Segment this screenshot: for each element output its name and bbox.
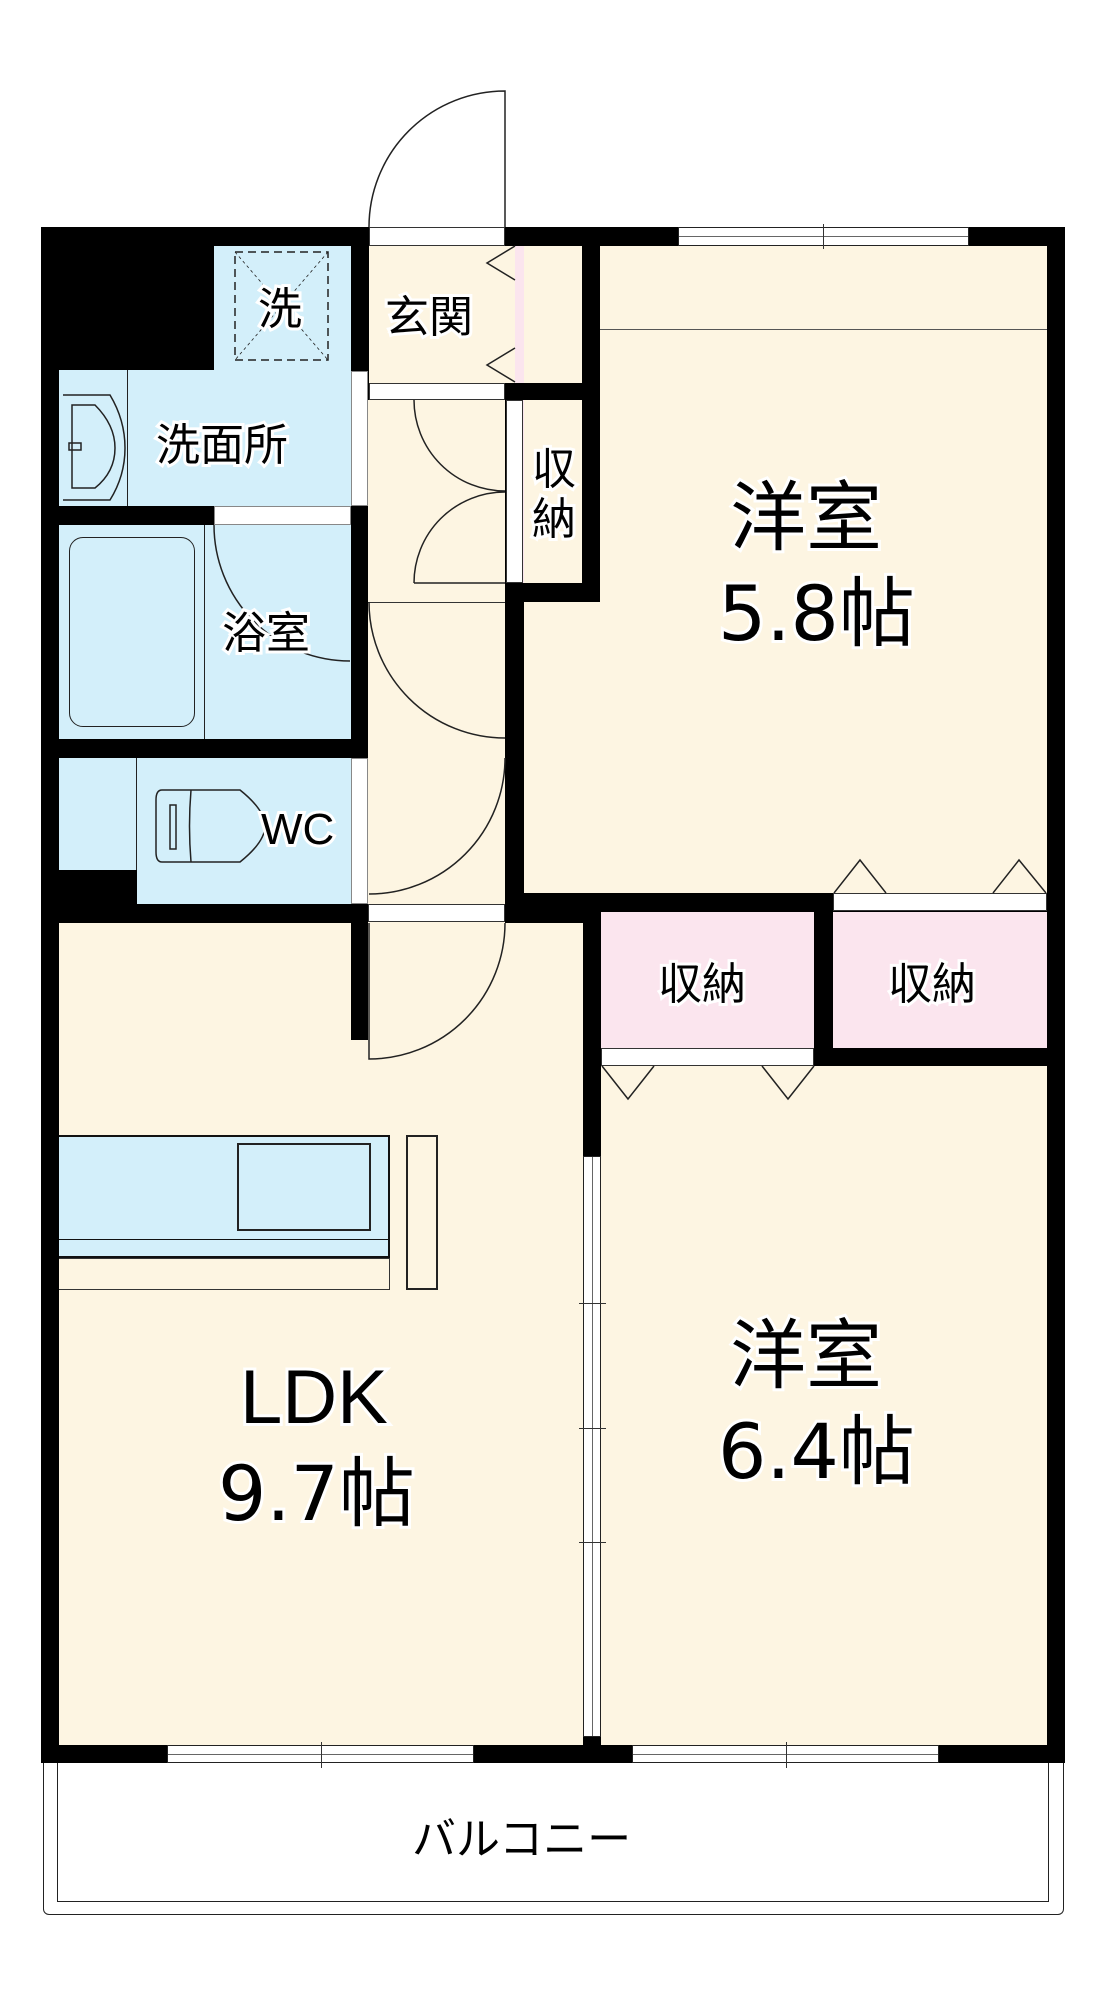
bedroom1-corner (600, 246, 1047, 893)
bedroom1-window (678, 224, 969, 249)
washroom-label: 洗面所 (153, 420, 291, 471)
bedroom2-size: 6.4帖 (715, 1407, 918, 1496)
bathtub (69, 537, 195, 727)
storage-b (833, 912, 1047, 1048)
ldk (59, 923, 583, 1745)
storage-b-label: 収納 (885, 959, 979, 1010)
hall-line-1 (368, 602, 505, 603)
hall-storage-label: 収納 (529, 442, 579, 548)
sliding-partition[interactable] (579, 1156, 606, 1737)
washroom-door[interactable] (351, 371, 368, 506)
toilet-room-lower (137, 870, 351, 904)
ldk-size: 9.7帖 (215, 1449, 418, 1538)
kitchen-side-panel (406, 1135, 438, 1290)
bedroom2-label: 洋室 (727, 1311, 885, 1400)
bedroom1-size: 5.8帖 (715, 569, 918, 658)
balcony-label: バルコニー (412, 1814, 632, 1865)
vanity-divider (127, 370, 128, 506)
balcony-inner (57, 1763, 1049, 1902)
hall-door-threshold[interactable] (369, 383, 505, 400)
bedroom2-window (632, 1742, 939, 1768)
front-door-swing-icon (368, 90, 506, 228)
wall-washer-entrance (351, 246, 369, 383)
hall-storage-door[interactable] (506, 400, 523, 583)
wall-hall-bath (351, 505, 368, 740)
kitchen-sink (237, 1143, 371, 1231)
wall-ldk-stub (351, 923, 368, 1040)
bedroom1-label: 洋室 (727, 473, 885, 562)
toilet-label: WC (258, 805, 337, 855)
wall-storage-divider (814, 893, 833, 1066)
toilet-door[interactable] (351, 758, 368, 904)
wall-storage-hall (582, 246, 600, 602)
toilet-room (59, 758, 351, 878)
wall-storage-b-bottom (814, 1048, 1065, 1066)
ldk-window (167, 1742, 474, 1768)
bedroom2 (601, 1066, 1047, 1745)
hallway (368, 400, 505, 904)
washroom (59, 370, 351, 506)
entrance-label: 玄関 (382, 292, 476, 343)
washer-label: 洗 (255, 284, 305, 335)
bedroom1-line (600, 329, 1047, 330)
ldk-door-threshold[interactable] (368, 904, 505, 922)
wall-entrance-hall (505, 383, 600, 400)
storage-b-door[interactable] (833, 893, 1047, 911)
bath-door-strip[interactable] (214, 506, 351, 525)
storage-a (601, 912, 814, 1048)
wall-hallstorage-bottom (505, 583, 600, 602)
balcony-outer (43, 1763, 1064, 1915)
storage-a-door[interactable] (601, 1048, 814, 1066)
bathroom-label: 浴室 (219, 608, 313, 659)
bathroom-divider (204, 525, 205, 739)
kitchen-counter-edge (59, 1239, 390, 1240)
storage-a-label: 収納 (655, 959, 749, 1010)
ldk-label: LDK (237, 1355, 391, 1440)
kitchen-lower-counter (59, 1258, 390, 1290)
wall-hall-bedroom1 (505, 602, 524, 912)
wall-toilet-tank (59, 870, 137, 904)
entrance (369, 246, 515, 383)
front-door-threshold[interactable] (369, 227, 505, 246)
toilet-divider (136, 758, 137, 870)
wall-ldk-top (41, 904, 368, 923)
